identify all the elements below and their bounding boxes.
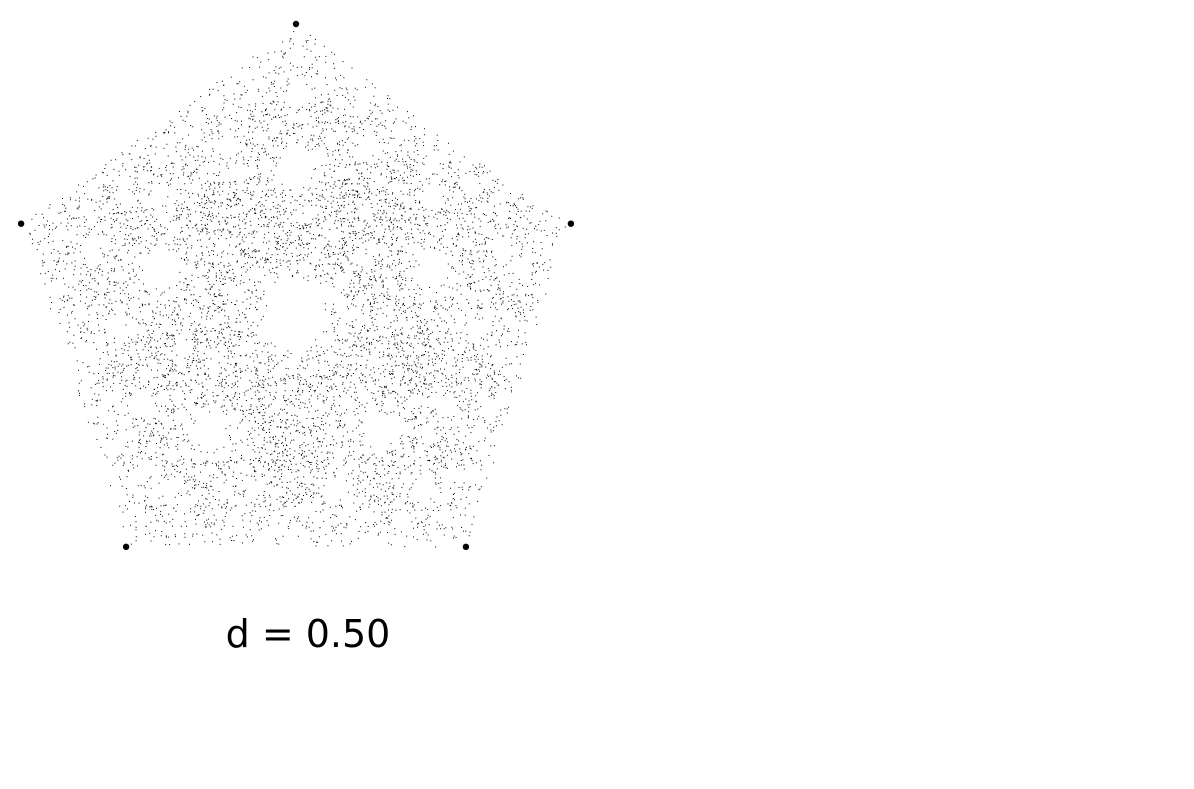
vertex-3 [462,543,470,550]
iterated-points [29,31,566,548]
vertex-1 [292,20,300,28]
vertex-5 [17,220,25,227]
pentagon-vertices [17,20,575,550]
ratio-caption: d = 0.50 [226,612,391,656]
vertex-2 [567,220,575,227]
vertex-4 [122,543,130,550]
fractal-point-cloud [29,31,566,548]
